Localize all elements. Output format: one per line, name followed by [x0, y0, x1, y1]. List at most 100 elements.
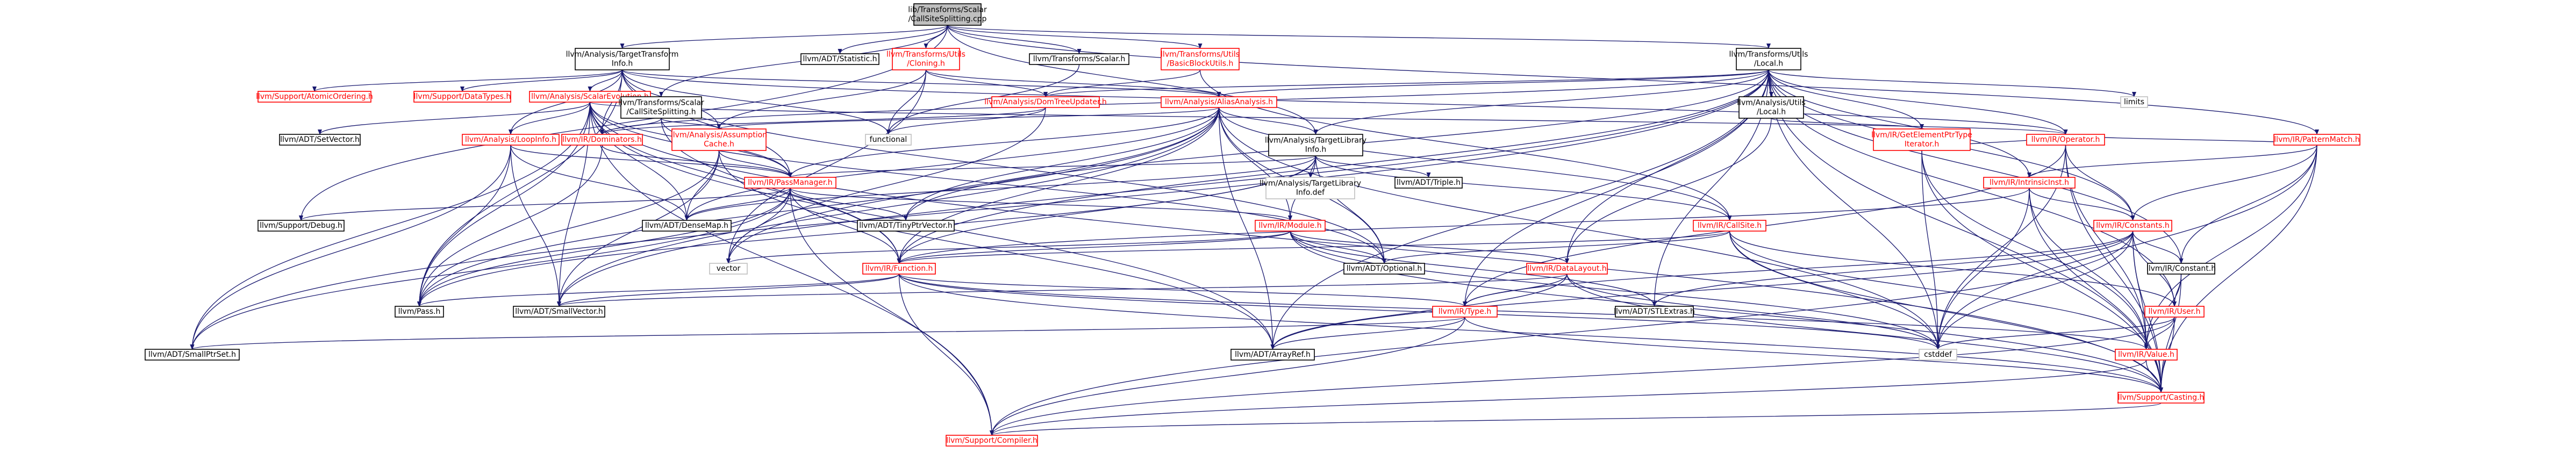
node-pass-label-line-0: llvm/Pass.h	[398, 307, 441, 316]
node-operator[interactable]: llvm/IR/Operator.h	[2026, 134, 2105, 146]
node-user[interactable]: llvm/IR/User.h	[2144, 306, 2205, 318]
edge-constant-to-user	[2172, 274, 2182, 307]
edge-datalayout-to-smallvector	[557, 274, 1568, 307]
node-type-label-line-0: llvm/IR/Type.h	[1439, 307, 1491, 316]
node-root[interactable]: lib/Transforms/Scalar/CallSiteSplitting.…	[908, 3, 987, 26]
edge-tti-to-atomicordering	[312, 69, 623, 92]
node-callsite[interactable]: llvm/IR/CallSite.h	[1693, 220, 1766, 232]
edge-scev-to-pass	[417, 102, 591, 307]
node-datatypes[interactable]: llvm/Support/DataTypes.h	[413, 91, 511, 103]
edge-scev-to-optional	[589, 102, 1386, 264]
node-limits-box	[2120, 96, 2148, 108]
node-triple-label-line-0: llvm/ADT/Triple.h	[1397, 178, 1461, 187]
node-arrayref[interactable]: llvm/ADT/ArrayRef.h	[1230, 349, 1315, 361]
node-stlextras[interactable]: llvm/ADT/STLExtras.h	[1614, 306, 1695, 318]
node-casting[interactable]: llvm/Support/Casting.h	[2117, 392, 2205, 404]
node-cstddef-box	[1919, 349, 1957, 361]
edge-aa-to-assumption	[717, 107, 1220, 130]
node-scalar[interactable]: llvm/Transforms/Scalar.h	[1029, 53, 1129, 65]
edge-aa-to-smallvector	[557, 107, 1220, 307]
node-densemap-box	[642, 220, 732, 232]
node-tinyptr-label-line-0: llvm/ADT/TinyPtrVector.h	[859, 221, 953, 230]
node-densemap[interactable]: llvm/ADT/DenseMap.h	[642, 220, 732, 232]
node-domtree[interactable]: llvm/Analysis/DomTreeUpdater.h	[984, 96, 1107, 108]
node-casting-box	[2117, 392, 2205, 404]
node-type[interactable]: llvm/IR/Type.h	[1432, 306, 1498, 318]
edge-user-to-compiler	[990, 317, 2175, 436]
node-pass[interactable]: llvm/Pass.h	[395, 306, 444, 318]
node-smallvector[interactable]: llvm/ADT/SmallVector.h	[513, 306, 605, 318]
node-analocal[interactable]: llvm/Analysis/Utils/Local.h	[1737, 96, 1806, 119]
node-dominators[interactable]: llvm/IR/Dominators.h	[561, 134, 643, 146]
node-operator-box	[2026, 134, 2105, 146]
node-smallptrset[interactable]: llvm/ADT/SmallPtrSet.h	[145, 349, 240, 361]
node-cloning[interactable]: llvm/Transforms/Utils/Cloning.h	[886, 48, 965, 70]
node-module[interactable]: llvm/IR/Module.h	[1255, 220, 1326, 232]
edge-analocal-to-datalayout	[1565, 118, 1772, 264]
node-tti-box	[575, 48, 670, 70]
node-constant-label-line-0: llvm/IR/Constant.h	[2146, 264, 2216, 273]
node-constants[interactable]: llvm/IR/Constants.h	[2093, 220, 2172, 232]
edge-cloning-to-aa	[925, 69, 1221, 97]
node-optional[interactable]: llvm/ADT/Optional.h	[1343, 263, 1425, 275]
node-scalar-box	[1029, 53, 1129, 65]
node-utilslocal-box	[1736, 48, 1801, 70]
edge-datalayout-to-type	[1463, 274, 1568, 307]
edge-tti-to-aa	[621, 69, 1221, 97]
edge-root-to-stat	[838, 25, 948, 54]
node-atomicordering[interactable]: llvm/Support/AtomicOrdering.h	[256, 91, 373, 103]
edge-module-to-vector	[726, 231, 1291, 264]
node-patternmatch-label-line-0: llvm/IR/PatternMatch.h	[2274, 135, 2359, 144]
node-function-label-line-0: llvm/IR/Function.h	[865, 264, 933, 273]
node-function[interactable]: llvm/IR/Function.h	[862, 263, 936, 275]
node-csscalar[interactable]: llvm/Transforms/Scalar/CallSiteSplitting…	[618, 96, 704, 119]
edge-operator-to-cstddef	[1936, 145, 2066, 350]
node-value-label-line-0: llvm/IR/Value.h	[2118, 350, 2174, 359]
node-passmanager[interactable]: llvm/IR/PassManager.h	[744, 177, 836, 189]
edge-function-to-smallvector	[557, 274, 900, 307]
edge-cloning-to-domtree	[925, 69, 1048, 97]
edge-assumption-to-passmanager	[718, 150, 792, 178]
node-utilslocal[interactable]: llvm/Transforms/Utils/Local.h	[1729, 48, 1808, 70]
node-tinyptr[interactable]: llvm/ADT/TinyPtrVector.h	[857, 220, 955, 232]
edge-utilslocal-to-smallvector	[557, 69, 1769, 307]
node-dominators-box	[561, 134, 643, 146]
edge-assumption-to-pass	[417, 150, 720, 307]
node-stat[interactable]: llvm/ADT/Statistic.h	[800, 53, 879, 65]
edge-passmanager-to-smallptrset	[190, 188, 791, 350]
node-debug-box	[257, 220, 345, 232]
node-constant[interactable]: llvm/IR/Constant.h	[2146, 263, 2216, 275]
node-callsite-box	[1693, 220, 1766, 232]
node-debug[interactable]: llvm/Support/Debug.h	[257, 220, 345, 232]
node-pass-box	[395, 306, 444, 318]
edge-scev-to-setvector	[318, 102, 591, 135]
node-loopinfo[interactable]: llvm/Analysis/LoopInfo.h	[462, 134, 560, 146]
node-functional-label-line-0: functional	[870, 135, 907, 144]
edge-aa-to-tinyptr	[904, 107, 1220, 221]
node-domtree-box	[991, 96, 1100, 108]
node-setvector[interactable]: llvm/ADT/SetVector.h	[279, 134, 361, 146]
node-bbutils[interactable]: llvm/Transforms/Utils/BasicBlockUtils.h	[1161, 48, 1240, 70]
node-datalayout-label-line-0: llvm/IR/DataLayout.h	[1527, 264, 1606, 273]
node-scev-label-line-0: llvm/Analysis/ScalarEvolution.h	[531, 92, 649, 101]
node-aa-label-line-0: llvm/Analysis/AliasAnalysis.h	[1165, 98, 1273, 106]
node-constant-box	[2147, 263, 2215, 275]
node-analocal-box	[1738, 96, 1804, 119]
node-triple[interactable]: llvm/ADT/Triple.h	[1394, 177, 1463, 189]
node-datalayout[interactable]: llvm/IR/DataLayout.h	[1526, 263, 1608, 275]
edge-function-to-type	[898, 274, 1467, 307]
node-patternmatch[interactable]: llvm/IR/PatternMatch.h	[2273, 134, 2360, 146]
node-intrinsic[interactable]: llvm/IR/IntrinsicInst.h	[1983, 177, 2076, 189]
node-scev[interactable]: llvm/Analysis/ScalarEvolution.h	[529, 91, 651, 103]
edge-assumption-to-smallvector	[557, 150, 720, 307]
edge-passmanager-to-pass	[417, 188, 791, 307]
edge-root-to-tti	[620, 25, 948, 49]
node-aa[interactable]: llvm/Analysis/AliasAnalysis.h	[1161, 96, 1277, 108]
node-compiler[interactable]: llvm/Support/Compiler.h	[946, 435, 1038, 447]
node-value[interactable]: llvm/IR/Value.h	[2115, 349, 2178, 361]
